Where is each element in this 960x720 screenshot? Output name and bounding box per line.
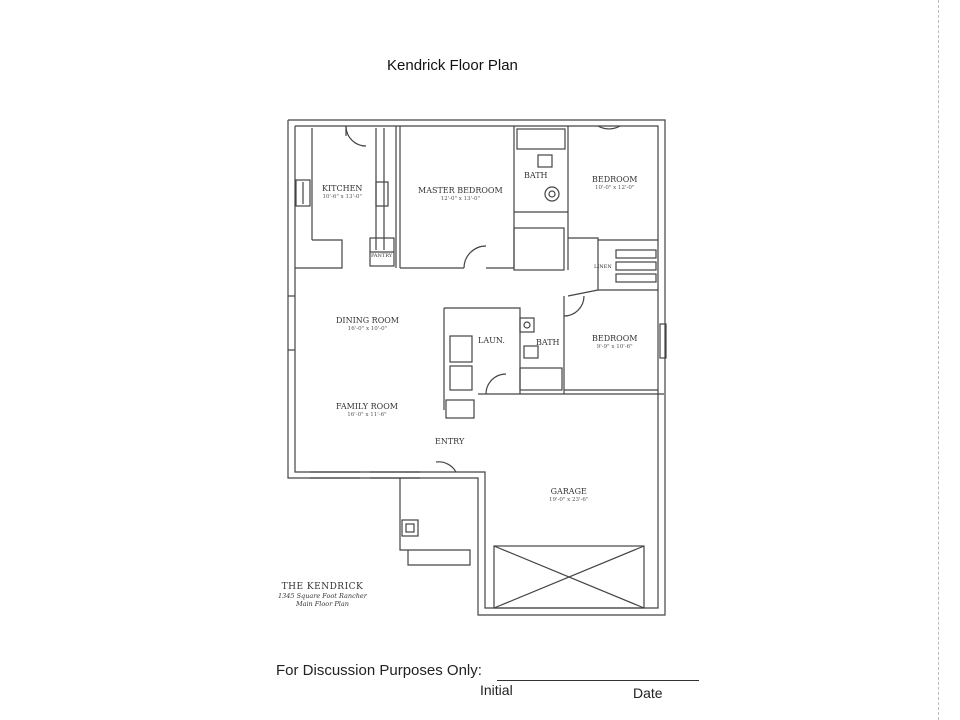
master-bedroom-label: MASTER BEDROOM 12'-0" x 13'-0" <box>418 186 503 202</box>
exterior-walls <box>287 119 666 616</box>
scan-edge-line <box>938 0 939 720</box>
master-bedroom-walls <box>345 125 515 269</box>
lower-bath-walls <box>519 317 563 391</box>
page-title: Kendrick Floor Plan <box>387 57 518 74</box>
caption-line1: 1345 Square Foot Rancher <box>278 592 367 600</box>
bedroom-upper-label: BEDROOM 10'-0" x 12'-0" <box>592 175 638 191</box>
bedroom-lower-label: BEDROOM 9'-9" x 10'-6" <box>592 334 638 350</box>
porch <box>399 478 471 566</box>
garage-door <box>493 545 645 609</box>
entry-label: ENTRY <box>435 437 465 446</box>
signature-line <box>497 680 699 681</box>
linen-label: LINEN <box>594 264 612 270</box>
pantry-label: PANTRY <box>371 253 393 259</box>
disclaimer-text: For Discussion Purposes Only: <box>276 662 482 679</box>
kitchen-label: KITCHEN 10'-6" x 13'-0" <box>322 184 363 200</box>
windows <box>288 295 420 479</box>
kitchen-walls <box>295 128 395 269</box>
laundry-walls <box>449 335 507 395</box>
upper-bedroom-walls <box>568 125 658 291</box>
initial-label: Initial <box>480 682 513 698</box>
caption-line2: Main Floor Plan <box>295 600 349 608</box>
garage-label: GARAGE 19'-0" x 23'-6" <box>549 487 589 503</box>
caption-title: THE KENDRICK <box>281 582 364 592</box>
hallway-walls <box>443 289 599 410</box>
laundry-label: LAUN. <box>478 336 505 345</box>
upper-bath-walls <box>513 126 569 271</box>
lower-bedroom-walls <box>563 295 667 391</box>
family-room-label: FAMILY ROOM 16'-0" x 11'-6" <box>336 402 398 418</box>
date-label: Date <box>633 685 663 701</box>
bath-upper-label: BATH <box>524 171 548 180</box>
plan-caption: THE KENDRICK 1345 Square Foot Rancher Ma… <box>278 582 367 608</box>
bath-lower-label: BATH <box>536 338 560 347</box>
dining-room-label: DINING ROOM 16'-0" x 10'-0" <box>336 316 399 332</box>
entry-walls <box>435 393 664 473</box>
